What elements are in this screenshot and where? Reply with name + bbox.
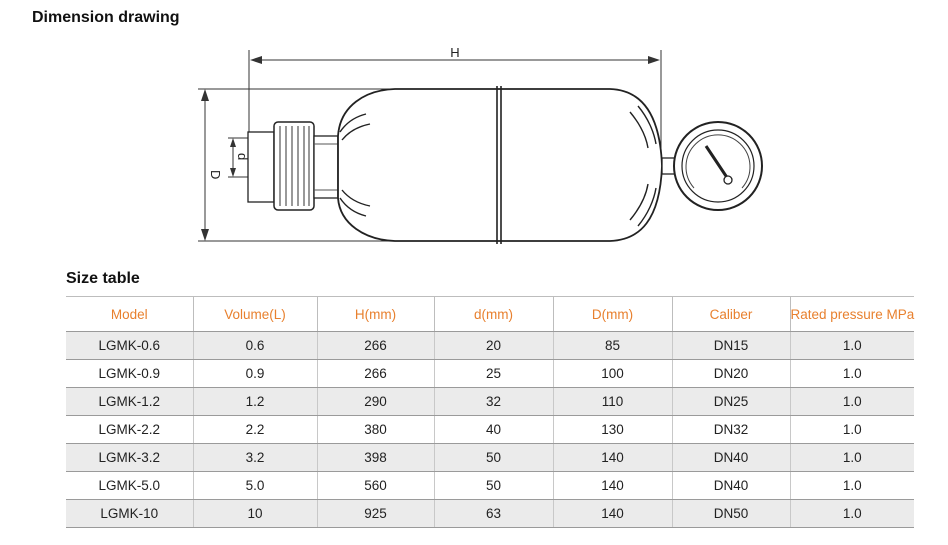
table-cell: 130 [552,415,672,444]
column-header: Volume(L) [192,296,317,332]
table-cell: 266 [316,359,434,388]
table-cell: 140 [552,499,672,528]
table-cell: 0.6 [192,331,317,360]
h-arrow-left [250,56,262,64]
accumulator-dimension-drawing: H D d [198,45,763,244]
table-cell: DN25 [671,387,790,416]
dimension-drawing-heading: Dimension drawing [32,9,180,26]
table-cell: 3.2 [192,443,317,472]
column-header: H(mm) [316,296,434,332]
table-cell: LGMK-0.9 [66,359,193,388]
table-cell: DN40 [671,471,790,500]
port-connector [247,131,275,203]
table-cell: 1.0 [789,331,914,360]
table-cell: LGMK-5.0 [66,471,193,500]
h-arrow-right [648,56,660,64]
d-inner-arrow-bottom [230,168,236,177]
table-cell: 925 [316,499,434,528]
table-cell: 290 [316,387,434,416]
size-table-heading: Size table [66,270,140,287]
table-cell: DN50 [671,499,790,528]
gauge-scale-arc [685,134,751,189]
column-header: Caliber [671,296,790,332]
table-cell: 1.0 [789,471,914,500]
table-cell: 1.0 [789,443,914,472]
table-header-row: Model Volume(L) H(mm) d(mm) D(mm) Calibe… [66,296,914,332]
table-cell: 110 [552,387,672,416]
table-cell: LGMK-10 [66,499,193,528]
table-cell: 5.0 [192,471,317,500]
table-cell: 63 [433,499,553,528]
h-label: H [450,45,459,60]
table-cell: 85 [552,331,672,360]
table-cell: DN15 [671,331,790,360]
table-cell: 1.0 [789,499,914,528]
table-cell: DN40 [671,443,790,472]
d-inner-label: d [235,153,250,160]
right-cap-ribs [629,105,657,227]
table-cell: 100 [552,359,672,388]
size-table: Model Volume(L) H(mm) d(mm) D(mm) Calibe… [66,296,914,528]
table-cell: LGMK-2.2 [66,415,193,444]
table-cell: LGMK-3.2 [66,443,193,472]
table-cell: 32 [433,387,553,416]
column-header: d(mm) [433,296,553,332]
table-cell: 140 [552,443,672,472]
d-outer-arrow-bottom [201,229,209,241]
left-cap-ribs [339,113,371,217]
column-header: D(mm) [552,296,672,332]
table-cell: 560 [316,471,434,500]
table-cell: 0.9 [192,359,317,388]
neck [313,135,339,199]
d-inner-arrow-top [230,138,236,147]
table-cell: 266 [316,331,434,360]
table-cell: 50 [433,443,553,472]
table-cell: 140 [552,471,672,500]
table-cell: LGMK-0.6 [66,331,193,360]
table-cell: 25 [433,359,553,388]
table-cell: DN20 [671,359,790,388]
table-cell: 1.2 [192,387,317,416]
table-cell: DN32 [671,415,790,444]
table-cell: 50 [433,471,553,500]
d-outer-arrow-top [201,89,209,101]
table-cell: 40 [433,415,553,444]
table-cell: 1.0 [789,415,914,444]
column-header: Model [66,296,193,332]
table-cell: 398 [316,443,434,472]
nut-ribs [279,126,310,206]
gauge-pivot [723,175,733,185]
table-cell: 2.2 [192,415,317,444]
table-cell: LGMK-1.2 [66,387,193,416]
d-outer-label: D [208,170,223,179]
table-cell: 380 [316,415,434,444]
table-cell: 10 [192,499,317,528]
vessel-body [337,88,663,242]
column-header: Rated pressure MPa [789,296,914,332]
table-cell: 1.0 [789,359,914,388]
table-cell: 20 [433,331,553,360]
table-cell: 1.0 [789,387,914,416]
